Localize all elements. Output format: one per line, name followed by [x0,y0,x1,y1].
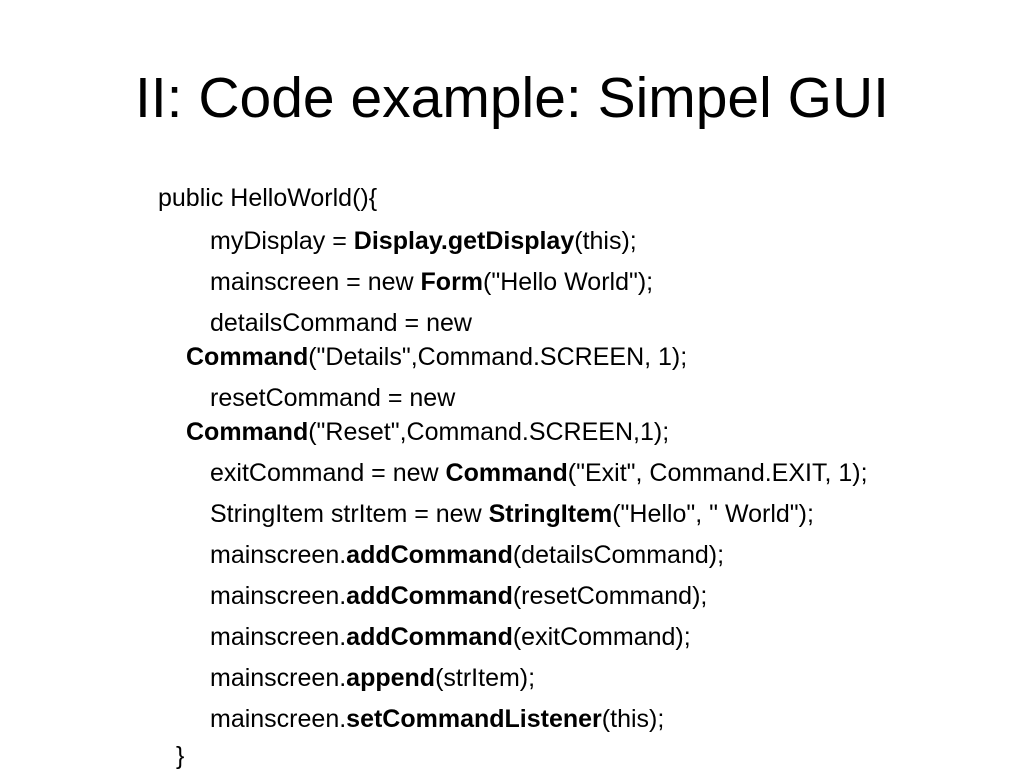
code-text: ("Hello", " World"); [612,500,814,528]
code-line: mainscreen = new Form("Hello World"); [210,266,653,298]
code-text: (this); [574,227,637,255]
code-line: resetCommand = new [210,384,456,412]
code-line: detailsCommand = new [210,309,472,337]
code-keyword: Form [420,268,484,296]
code-text: myDisplay = [210,227,354,255]
code-line-continued: Command("Reset",Command.SCREEN,1); [186,416,669,448]
code-line: StringItem strItem = new StringItem("Hel… [210,498,814,530]
code-line: mainscreen.addCommand(resetCommand); [210,580,707,612]
code-line-continued: Command("Details",Command.SCREEN, 1); [186,341,687,373]
code-line: myDisplay = Display.getDisplay(this); [210,225,637,257]
slide-title: II: Code example: Simpel GUI [135,66,889,130]
code-text: mainscreen. [210,664,347,692]
code-keyword: Display.getDisplay [353,227,575,255]
code-text: StringItem strItem = new [210,500,489,528]
code-keyword: StringItem [488,500,613,528]
code-keyword: append [346,664,436,692]
code-text: mainscreen. [210,623,347,651]
code-keyword: addCommand [346,623,513,651]
code-text: ("Exit", Command.EXIT, 1); [567,459,868,487]
code-line-footer: } [176,742,185,770]
code-keyword: addCommand [346,541,513,569]
code-text: mainscreen. [210,705,347,733]
code-line: exitCommand = new Command("Exit", Comman… [210,457,868,489]
code-text: exitCommand = new [210,459,446,487]
code-keyword: Command [445,459,568,487]
code-text: mainscreen. [210,541,347,569]
code-line: mainscreen.setCommandListener(this); [210,703,664,735]
code-text: mainscreen. [210,582,347,610]
code-text: (exitCommand); [512,623,691,651]
code-text: ("Hello World"); [483,268,654,296]
code-line: mainscreen.addCommand(exitCommand); [210,621,691,653]
code-line: mainscreen.addCommand(detailsCommand); [210,539,724,571]
code-text: ("Reset",Command.SCREEN,1); [308,418,670,446]
code-keyword: Command [186,343,309,371]
code-text: (resetCommand); [512,582,708,610]
code-line-header: public HelloWorld(){ [158,184,378,212]
code-keyword: setCommandListener [346,705,602,733]
code-text: mainscreen = new [210,268,421,296]
code-text: (strItem); [435,664,536,692]
code-keyword: addCommand [346,582,513,610]
code-text: (detailsCommand); [512,541,725,569]
code-keyword: Command [186,418,309,446]
code-text: (this); [601,705,665,733]
code-text: ("Details",Command.SCREEN, 1); [308,343,688,371]
code-line: mainscreen.append(strItem); [210,662,535,694]
